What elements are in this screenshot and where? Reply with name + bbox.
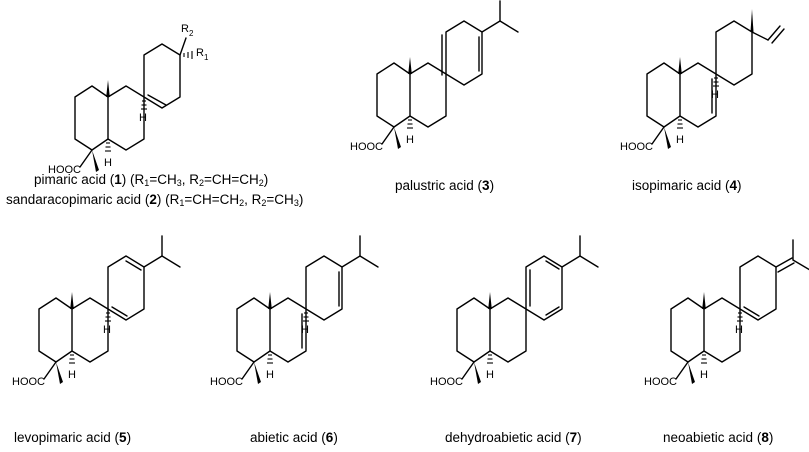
caption-detail: 3 [293, 198, 299, 208]
caption-detail: 2 [258, 178, 264, 188]
atom-label-h: H [711, 89, 719, 101]
atom-label-cooh: HOOC [12, 376, 45, 388]
atom-label-cooh: HOOC [644, 376, 677, 388]
atom-label-h: H [266, 369, 274, 381]
atom-label-cooh: HOOC [430, 376, 463, 388]
compound-number: 1 [114, 172, 122, 187]
compound-name: levopimaric acid [14, 430, 111, 445]
atom-label-h: H [735, 324, 743, 336]
atom-label-h: H [104, 157, 112, 169]
caption-detail: 1 [179, 198, 185, 208]
caption-detail: R [134, 172, 145, 187]
atom-label-r1-sub: 1 [204, 53, 209, 62]
compound-number: 6 [325, 430, 334, 445]
caption-detail: , R [244, 192, 262, 207]
caption-detail: R [169, 192, 180, 207]
caption-detail: 2 [239, 198, 245, 208]
atom-label-cooh: HOOC [48, 164, 81, 176]
compound-name: sandaracopimaric acid [6, 192, 142, 207]
atom-label-r1: R [196, 47, 204, 59]
atom-label-h: H [68, 369, 76, 381]
caption-sandaracopimaric-acid: sandaracopimaric acid (2) (R1=CH=CH2, R2… [6, 192, 304, 208]
compound-name: dehydroabietic acid [445, 430, 562, 445]
caption-abietic-acid: abietic acid (6) [250, 430, 338, 445]
compound-number: 4 [729, 178, 738, 193]
atom-label-cooh: HOOC [350, 141, 383, 153]
caption-dehydroabietic-acid: dehydroabietic acid (7) [445, 430, 582, 445]
caption-detail: =CH [149, 172, 177, 187]
compound-number: 5 [119, 430, 127, 445]
atom-label-h: H [301, 324, 309, 336]
compound-number: 8 [761, 430, 769, 445]
structure-levopimaric-acid: H H HOOC [12, 235, 181, 388]
atom-label-r2-sub: 2 [189, 29, 194, 38]
caption-detail: 2 [198, 178, 204, 188]
caption-detail: 2 [261, 198, 267, 208]
atom-label-h: H [139, 112, 147, 124]
caption-levopimaric-acid: levopimaric acid (5) [14, 430, 132, 445]
compound-number: 3 [482, 178, 490, 193]
atom-label-r2: R [181, 23, 189, 35]
atom-label-h: H [103, 324, 111, 336]
structure-pimaric-acid: R 2 R 1 H H HOOC [48, 23, 209, 176]
compound-name: abietic acid [250, 430, 318, 445]
structure-abietic-acid: H H HOOC [210, 235, 379, 388]
caption-detail: 3 [176, 178, 182, 188]
structure-isopimaric-acid: H H HOOC [620, 9, 785, 153]
caption-detail: =CH=CH [204, 172, 259, 187]
caption-detail: =CH [266, 192, 294, 207]
caption-isopimaric-acid: isopimaric acid (4) [632, 178, 742, 193]
compound-name: isopimaric acid [632, 178, 722, 193]
atom-label-h: H [700, 369, 708, 381]
caption-neoabietic-acid: neoabietic acid (8) [663, 430, 774, 445]
caption-detail: =CH=CH [184, 192, 240, 207]
atom-label-h: H [406, 134, 414, 146]
atom-label-h: H [676, 134, 684, 146]
atom-label-cooh: HOOC [620, 141, 653, 153]
atom-label-h: H [486, 369, 494, 381]
caption-detail: 1 [144, 178, 150, 188]
compound-name: palustric acid [395, 178, 474, 193]
compound-number: 2 [149, 192, 157, 207]
compound-name: pimaric acid [34, 172, 107, 187]
compound-number: 7 [569, 430, 578, 445]
caption-pimaric-acid: pimaric acid (1) (R1=CH3, R2=CH=CH2) [34, 172, 269, 188]
caption-palustric-acid: palustric acid (3) [395, 178, 495, 193]
structure-palustric-acid: H HOOC [350, 0, 519, 153]
structure-dehydroabietic-acid: H HOOC [430, 235, 599, 388]
structure-neoabietic-acid: H H HOOC [644, 239, 809, 388]
compound-name: neoabietic acid [663, 430, 754, 445]
atom-label-cooh: HOOC [210, 376, 243, 388]
caption-detail: , R [181, 172, 199, 187]
